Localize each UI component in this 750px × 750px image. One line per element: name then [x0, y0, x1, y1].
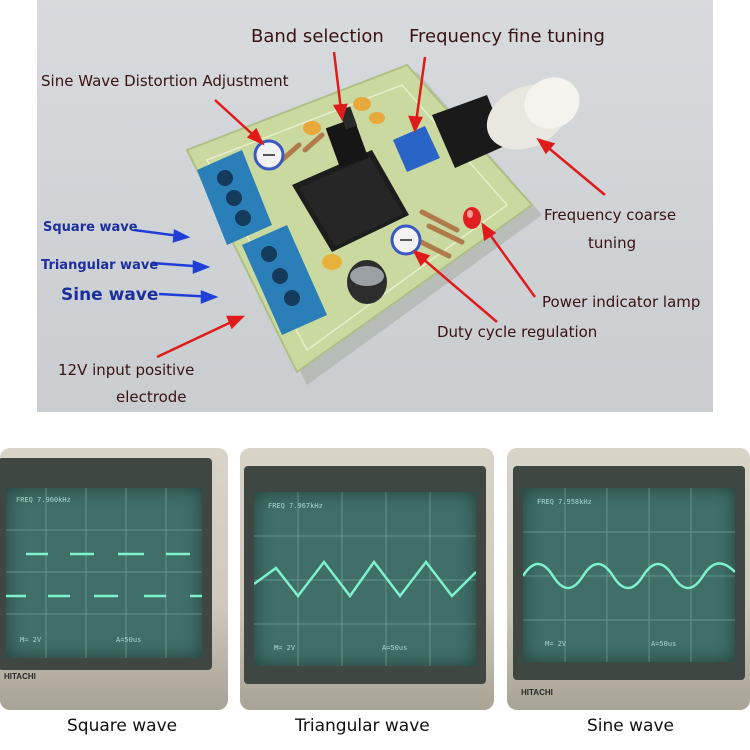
label-square-wave: Square wave	[43, 220, 138, 235]
scope-screen-sine: FREQ 7.958kHz M= 2V A=50us	[523, 488, 735, 662]
label-triangular-wave: Triangular wave	[41, 258, 159, 273]
oscilloscope-square: FREQ 7.960kHz M= 2V A=50us HITACHI	[0, 448, 228, 710]
square-wave-trace	[6, 488, 202, 658]
blue-arrows	[133, 228, 219, 304]
triangular-time-readout: A=50us	[382, 644, 408, 652]
label-input-positive-line2: electrode	[116, 388, 187, 406]
oscilloscope-sine: FREQ 7.958kHz M= 2V A=50us HITACHI	[507, 448, 750, 710]
label-input-positive-line1: 12V input positive	[58, 361, 195, 379]
scope-brand-square: HITACHI	[4, 672, 36, 681]
label-sine-distortion: Sine Wave Distortion Adjustment	[41, 72, 289, 90]
sine-volt-readout: M= 2V	[545, 640, 567, 648]
label-frequency-fine-tuning: Frequency fine tuning	[409, 26, 605, 47]
fine-tuning-trimmer	[393, 126, 440, 172]
scope-brand-sine: HITACHI	[521, 688, 553, 697]
square-volt-readout: M= 2V	[20, 636, 42, 644]
caption-triangular-wave: Triangular wave	[295, 716, 430, 736]
caption-sine-wave: Sine wave	[587, 716, 674, 736]
triangular-volt-readout: M= 2V	[274, 644, 296, 652]
sine-freq-readout: FREQ 7.958kHz	[537, 498, 592, 506]
oscilloscope-triangular: FREQ 7.967kHz M= 2V A=50us	[240, 448, 494, 710]
triangular-freq-readout: FREQ 7.967kHz	[268, 502, 323, 510]
label-coarse-tuning-line2: tuning	[588, 234, 637, 252]
square-time-readout: A=50us	[116, 636, 142, 644]
square-freq-readout: FREQ 7.960kHz	[16, 496, 71, 504]
sine-wave-trace	[523, 488, 735, 662]
label-power-indicator: Power indicator lamp	[542, 293, 701, 311]
coarse-tuning-pot	[432, 95, 507, 168]
triangular-wave-trace	[254, 492, 476, 666]
label-band-selection: Band selection	[251, 26, 384, 47]
label-duty-cycle: Duty cycle regulation	[437, 323, 598, 341]
label-coarse-tuning-line1: Frequency coarse	[544, 206, 677, 224]
circuit-board-illustration	[133, 51, 606, 385]
sine-time-readout: A=50us	[651, 640, 677, 648]
circuit-board-photo: Band selection Frequency fine tuning Sin…	[37, 0, 713, 412]
label-sine-wave: Sine wave	[61, 285, 159, 305]
band-switch	[325, 118, 369, 168]
scope-screen-triangular: FREQ 7.967kHz M= 2V A=50us	[254, 492, 476, 666]
power-led	[463, 207, 481, 229]
caption-square-wave: Square wave	[67, 716, 178, 736]
red-arrows	[156, 51, 606, 359]
scope-screen-square: FREQ 7.960kHz M= 2V A=50us	[6, 488, 202, 658]
